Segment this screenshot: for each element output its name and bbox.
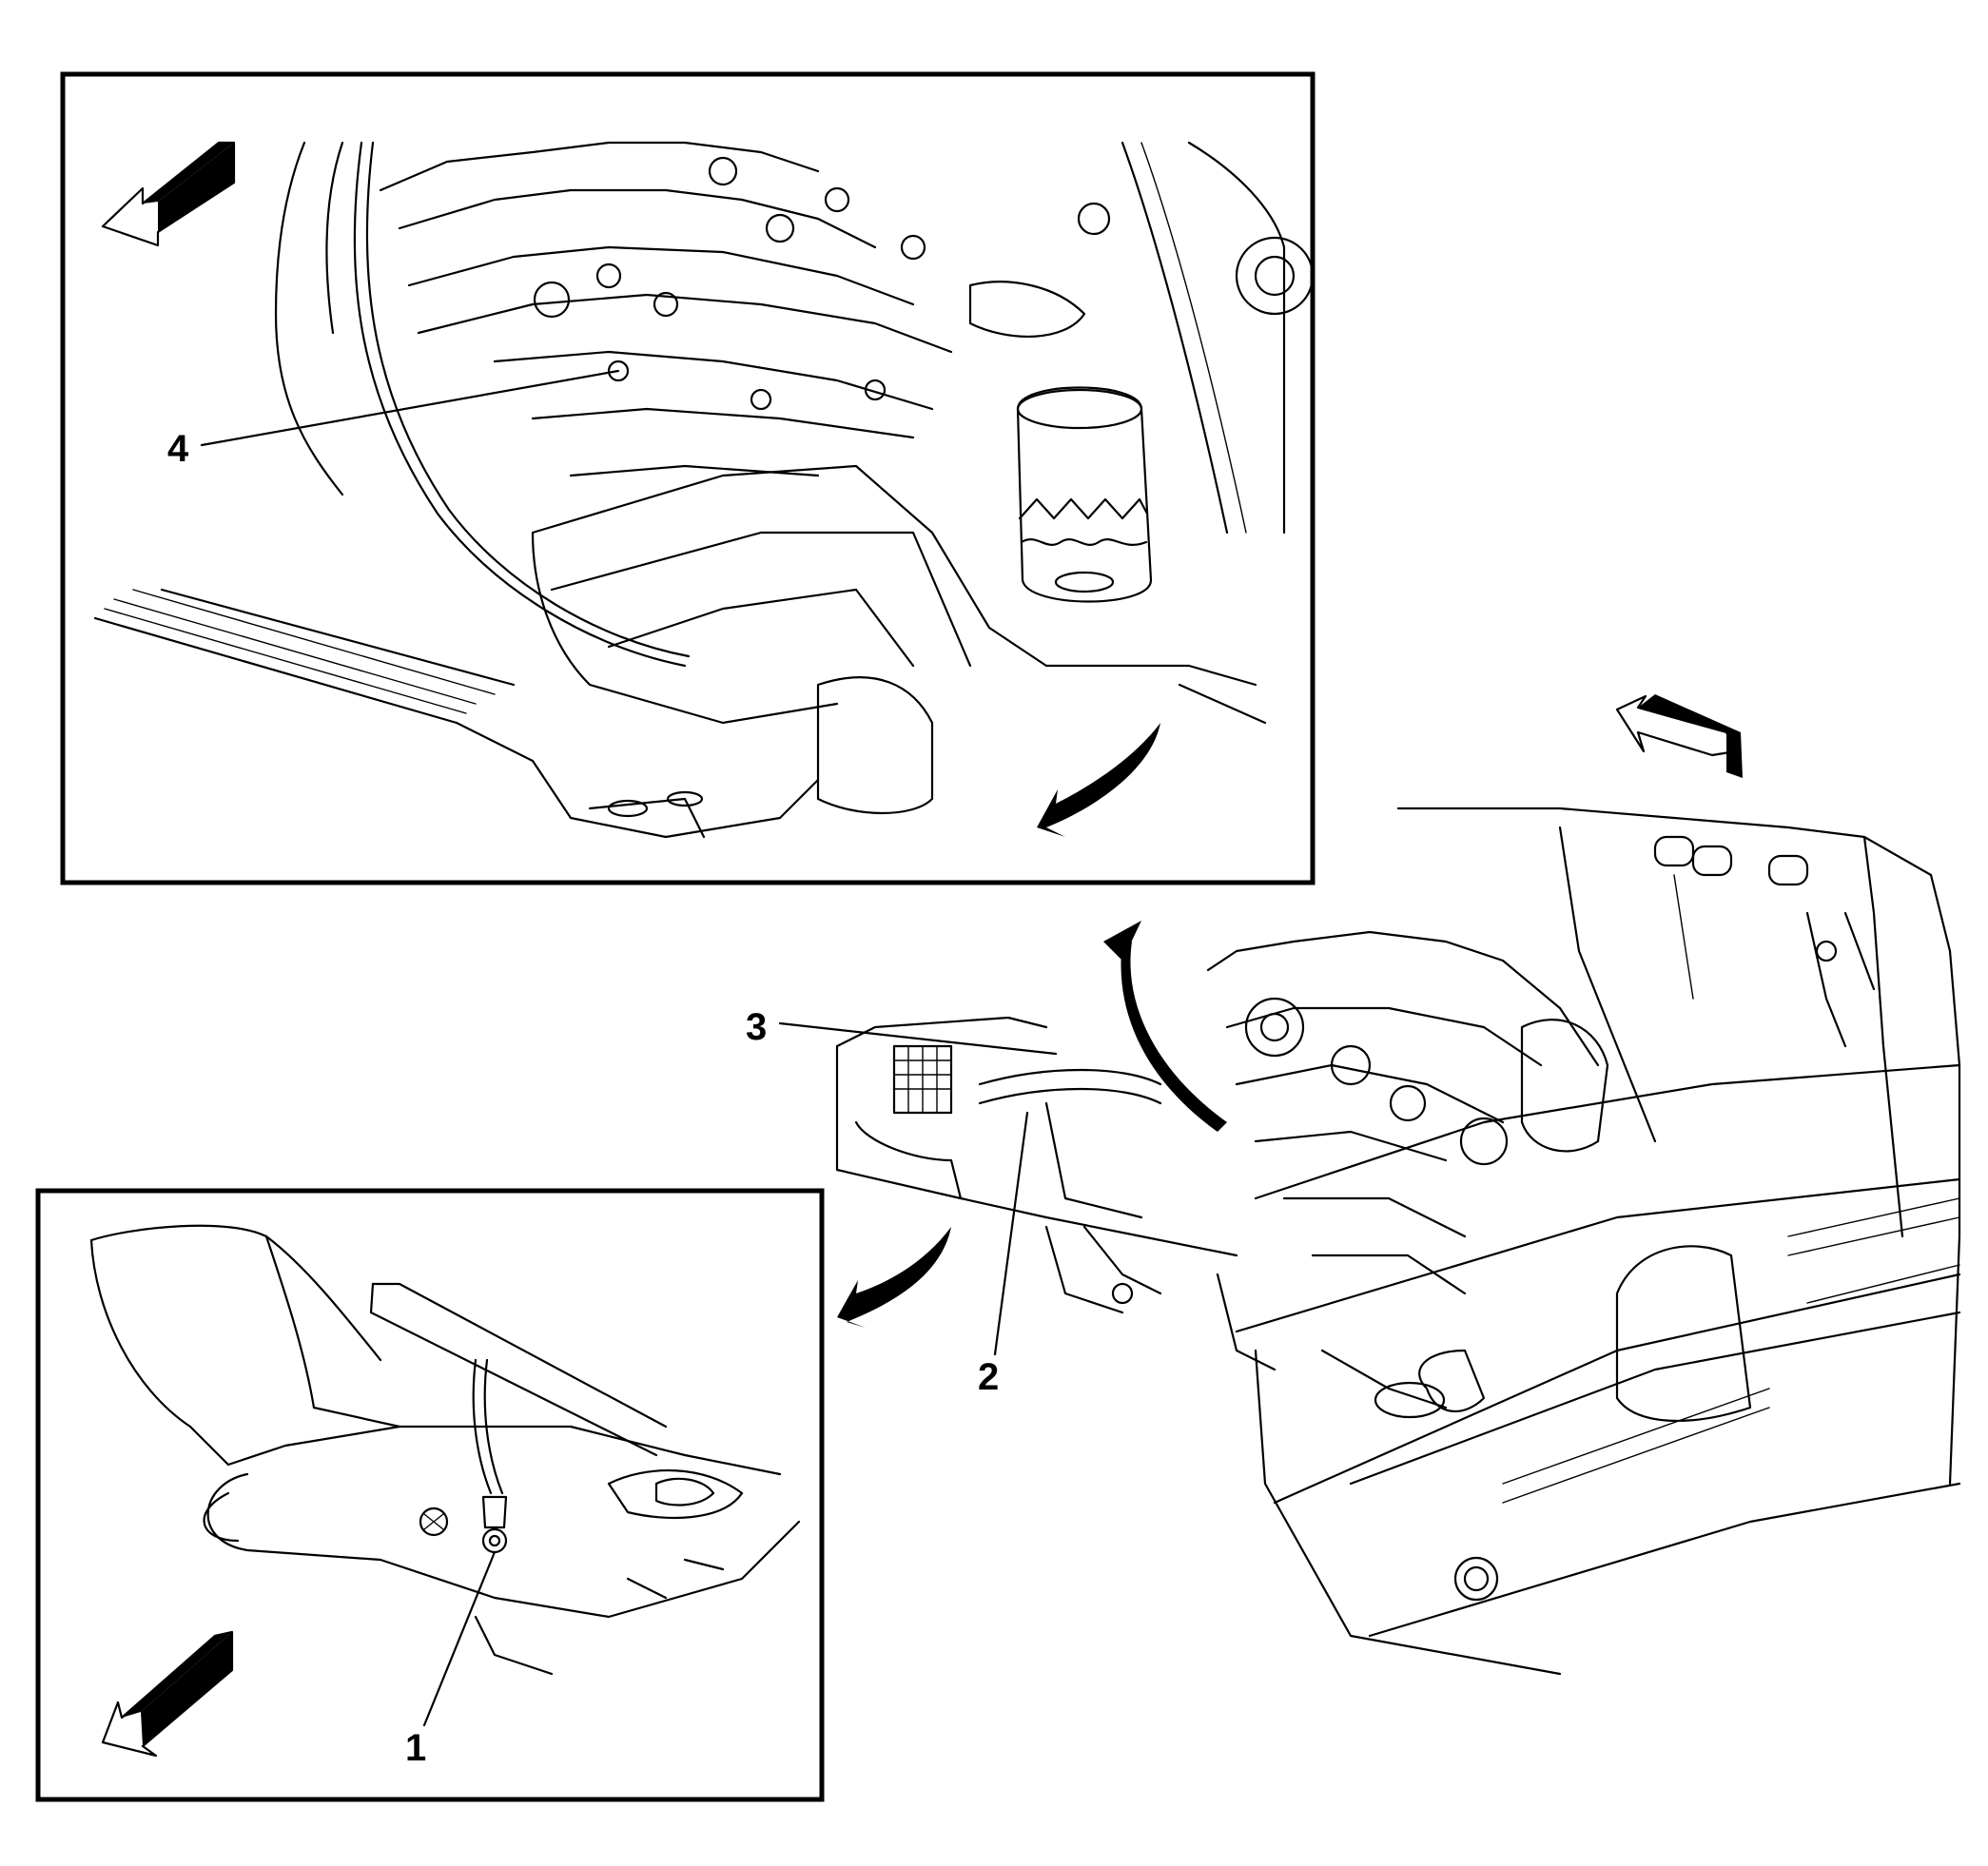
- callout-2-leader: [993, 1111, 1029, 1356]
- callout-4-leader: [200, 369, 620, 447]
- oil-filter-illustration: [1016, 386, 1153, 603]
- forward-direction-arrow-icon: [1615, 694, 1743, 778]
- main-view-panel: [778, 694, 1961, 1676]
- forward-direction-arrow-icon: [101, 141, 236, 247]
- rotation-arrow-icon: [1037, 723, 1160, 837]
- callout-label-4: 4: [167, 428, 189, 470]
- frame-rail-illustration: [93, 588, 1267, 839]
- lift-arrow-icon: [1103, 921, 1227, 1132]
- callout-1-leader: [422, 1550, 497, 1727]
- engine-block-illustration: [274, 141, 1111, 496]
- frame-horn-illustration: [89, 1224, 801, 1676]
- top-inset-panel: [60, 71, 1316, 885]
- callout-label-1: 1: [405, 1727, 427, 1769]
- callout-label-2: 2: [978, 1356, 1000, 1398]
- oil-pan-illustration: [531, 464, 1257, 725]
- wiring-harness-illustration: [353, 141, 691, 668]
- callout-label-3: 3: [746, 1006, 768, 1048]
- floor-pan-illustration: [1235, 1063, 1961, 1676]
- engine-assembly-illustration: [1206, 930, 1609, 1419]
- bottom-inset-panel: [35, 1188, 825, 1802]
- ground-strap-illustration: [472, 1358, 508, 1554]
- forward-direction-arrow-icon: [101, 1630, 234, 1758]
- flywheel-illustration: [1121, 141, 1315, 535]
- callout-3-leader: [778, 1021, 1058, 1056]
- crossmember-illustration: [835, 1016, 1277, 1371]
- rotation-arrow-icon: [837, 1227, 951, 1328]
- vehicle-body-illustration: [1396, 807, 1961, 1486]
